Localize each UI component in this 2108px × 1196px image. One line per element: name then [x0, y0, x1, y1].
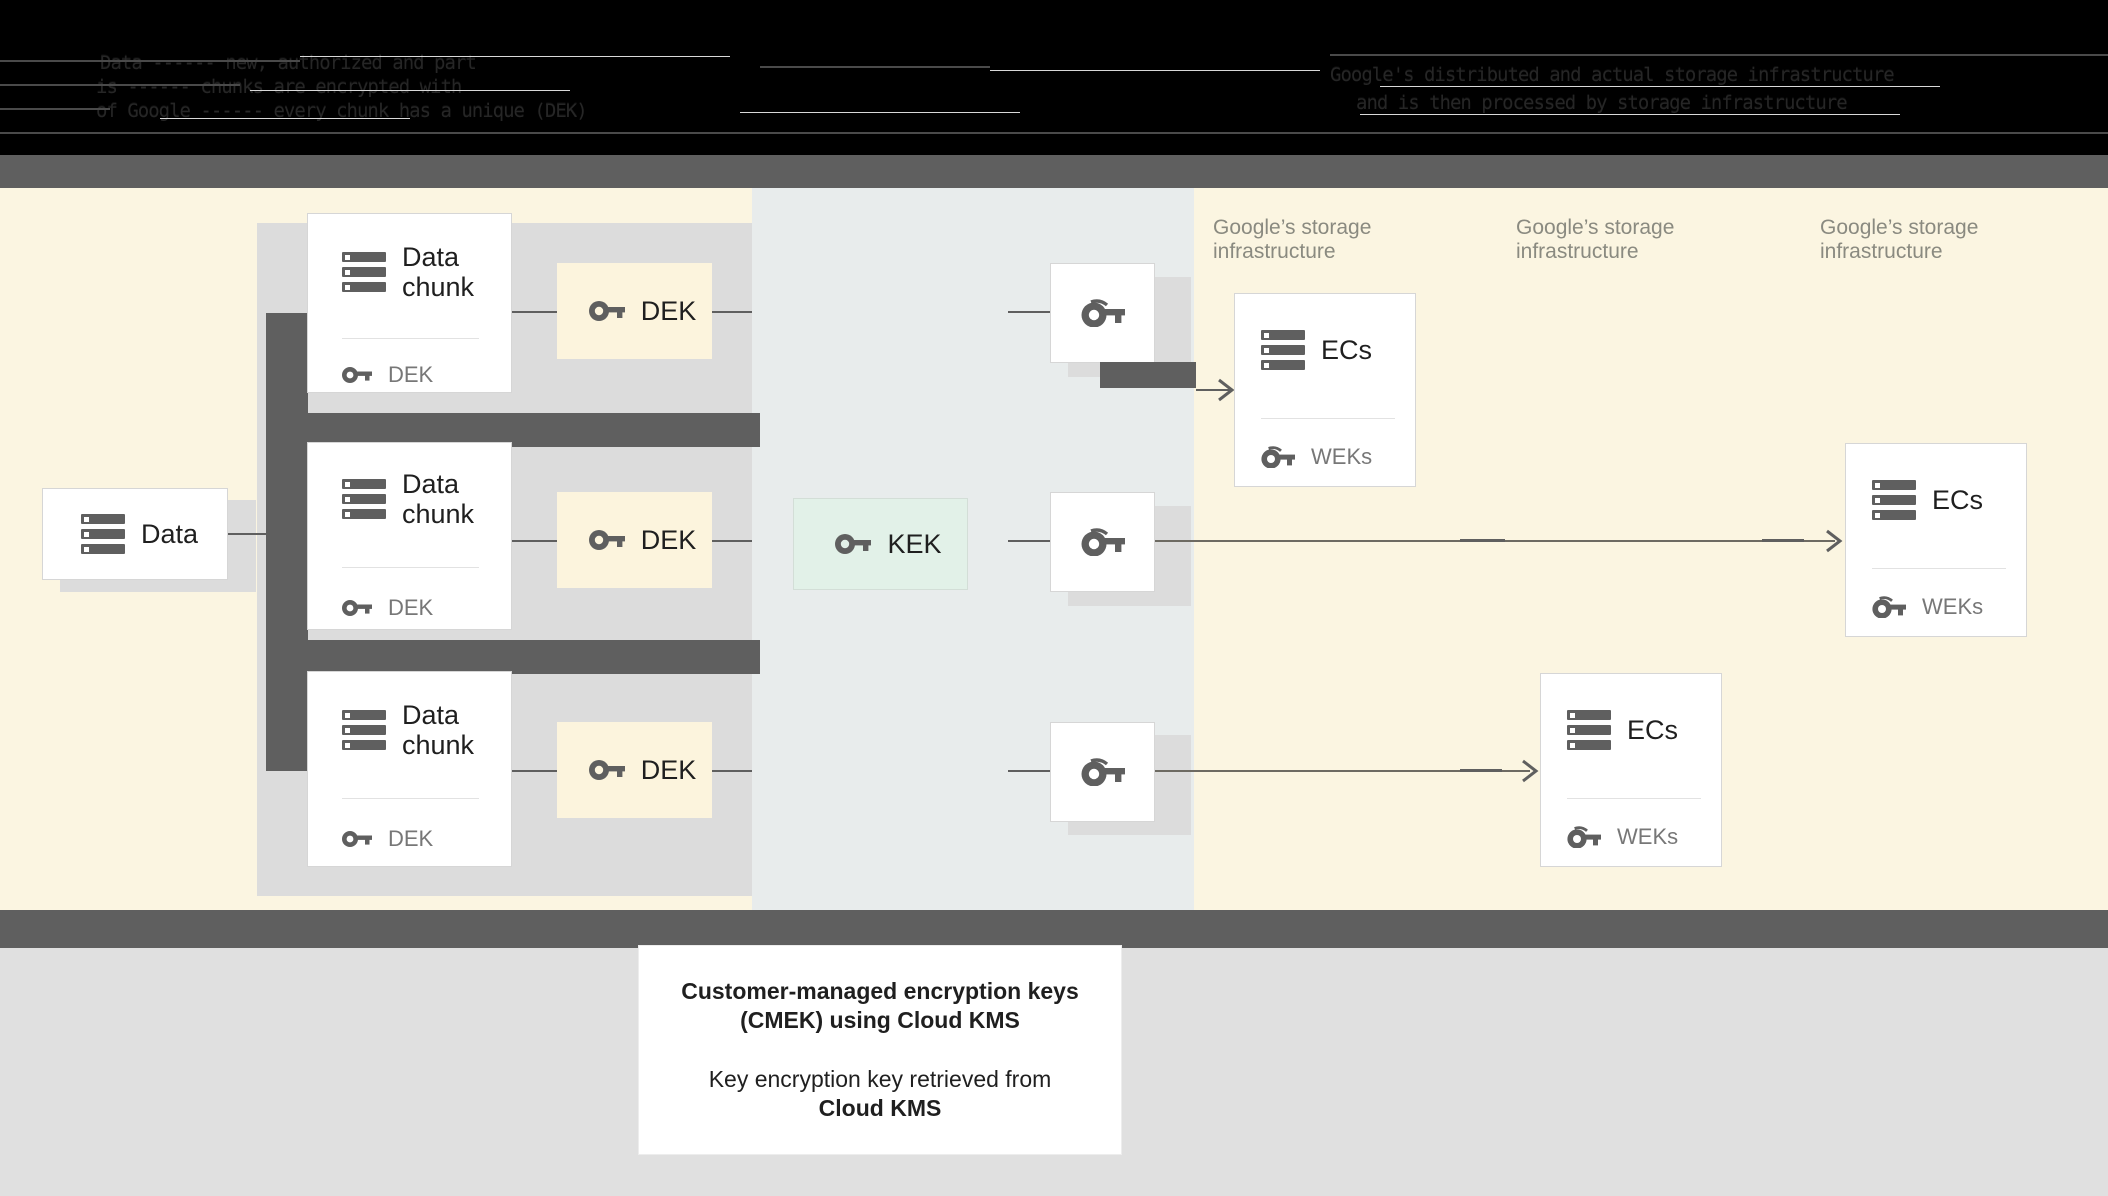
card-divider	[1872, 568, 2006, 569]
dek-label: DEK	[640, 524, 697, 555]
ecs-title: ECs	[1932, 485, 1984, 515]
chunk-title: Data chunk	[402, 469, 475, 529]
wrapped-key-box[interactable]	[1050, 722, 1155, 822]
server-stack-icon	[1567, 710, 1611, 750]
key-icon	[1081, 758, 1125, 786]
connector-to-ecs-3	[1155, 770, 1530, 772]
key-icon	[588, 300, 625, 322]
card-divider	[342, 567, 479, 568]
server-stack-icon	[1261, 330, 1305, 370]
key-icon	[1872, 596, 1906, 618]
caption-card: Customer-managed encryption keys (CMEK) …	[638, 945, 1122, 1155]
connector-to-ecs-right-seg	[1762, 539, 1804, 542]
ecs-title: ECs	[1627, 715, 1679, 745]
connector-kek-wrapped-2	[1008, 540, 1050, 542]
connector-kek-wrapped-1	[1008, 311, 1050, 313]
garbled-line-2: is ------ chunks are encrypted with	[96, 76, 462, 98]
data-chunk-card[interactable]: Data chunk DEK	[307, 671, 512, 867]
caption-heading: Customer-managed encryption keys (CMEK) …	[681, 978, 1079, 1033]
split-vertical-bar	[266, 313, 308, 771]
top-black-band	[0, 0, 2108, 155]
kek-label: KEK	[887, 528, 942, 559]
dek-box[interactable]: DEK	[557, 263, 712, 359]
server-stack-icon	[342, 710, 386, 750]
card-divider	[1261, 418, 1395, 419]
infra-label: Google’s storage infrastructure	[1820, 216, 1979, 263]
card-divider	[342, 798, 479, 799]
ecs-box[interactable]: ECs WEKs	[1540, 673, 1722, 867]
data-node-label: Data	[141, 519, 199, 549]
server-stack-icon	[81, 514, 125, 554]
arrowhead-icon	[1218, 378, 1235, 402]
connector-to-ecs-3-seg	[1460, 769, 1502, 772]
top-dark-gray-band	[0, 155, 2108, 188]
key-icon	[1567, 826, 1601, 848]
server-stack-icon	[342, 252, 386, 292]
split-branch-top	[266, 413, 760, 447]
connector-data-to-split	[228, 533, 268, 535]
data-chunk-card[interactable]: Data chunk DEK	[307, 442, 512, 630]
key-icon	[588, 529, 625, 551]
key-icon	[1081, 299, 1125, 327]
connector-kek-wrapped-3	[1008, 770, 1050, 772]
key-icon	[342, 366, 372, 384]
connector-dek-wrapped-2	[712, 540, 752, 542]
infra-label: Google’s storage infrastructure	[1516, 216, 1675, 263]
chunk-key-label: DEK	[388, 595, 434, 620]
chunk-title: Data chunk	[402, 700, 475, 760]
ecs-key-label: WEKs	[1617, 824, 1679, 849]
wrapped-key-box[interactable]	[1050, 492, 1155, 592]
connector-dek-wrapped-3	[712, 770, 752, 772]
key-icon	[342, 830, 372, 848]
ecs-key-label: WEKs	[1311, 444, 1373, 469]
flow-bar-to-ecs-1	[1100, 362, 1196, 388]
wrapped-key-box[interactable]	[1050, 263, 1155, 363]
ecs-box[interactable]: ECs WEKs	[1234, 293, 1416, 487]
key-icon	[1261, 446, 1295, 468]
chunk-title: Data chunk	[402, 242, 475, 302]
garbled-header-text: Data ------ new, authorized and part is …	[0, 46, 2108, 146]
split-branch-bottom	[266, 640, 760, 674]
data-chunk-card[interactable]: Data chunk DEK	[307, 213, 512, 393]
dek-label: DEK	[640, 295, 697, 326]
connector-chunk-dek-3	[512, 770, 557, 772]
ecs-key-label: WEKs	[1922, 594, 1984, 619]
dek-box[interactable]: DEK	[557, 492, 712, 588]
dek-label: DEK	[640, 754, 697, 785]
caption-body-strong: Cloud KMS	[818, 1095, 942, 1121]
connector-dek-wrapped-1	[712, 311, 752, 313]
garbled-line-4: Google's distributed and actual storage …	[1330, 64, 1895, 86]
connector-chunk-dek-2	[512, 540, 557, 542]
kek-box[interactable]: KEK	[793, 498, 968, 590]
card-divider	[1567, 798, 1701, 799]
garbled-line-1: Data ------ new, authorized and part	[100, 52, 477, 74]
arrowhead-icon	[1522, 759, 1539, 783]
chunk-key-label: DEK	[388, 362, 434, 387]
server-stack-icon	[1872, 480, 1916, 520]
caption-body-prefix: Key encryption key retrieved from	[708, 1066, 1052, 1092]
connector-chunk-dek-1	[512, 311, 557, 313]
chunk-key-label: DEK	[388, 826, 434, 851]
ecs-title: ECs	[1321, 335, 1373, 365]
key-icon	[835, 533, 872, 555]
connector-to-ecs-1	[1196, 389, 1230, 391]
server-stack-icon	[342, 479, 386, 519]
card-divider	[342, 338, 479, 339]
key-icon	[1081, 528, 1125, 556]
data-node[interactable]: Data	[42, 488, 228, 580]
key-icon	[588, 759, 625, 781]
key-icon	[342, 599, 372, 617]
caption-body: Key encryption key retrieved from Cloud …	[709, 1065, 1052, 1123]
dek-box[interactable]: DEK	[557, 722, 712, 818]
infra-label: Google’s storage infrastructure	[1213, 216, 1372, 263]
garbled-line-5: and is then processed by storage infrast…	[1356, 92, 1848, 114]
arrowhead-icon	[1826, 529, 1843, 553]
connector-to-ecs-right-seg	[1460, 539, 1505, 542]
garbled-line-3: of Google ------ every chunk has a uniqu…	[96, 100, 588, 122]
ecs-box[interactable]: ECs WEKs	[1845, 443, 2027, 637]
bottom-dark-gray-band	[0, 910, 2108, 948]
